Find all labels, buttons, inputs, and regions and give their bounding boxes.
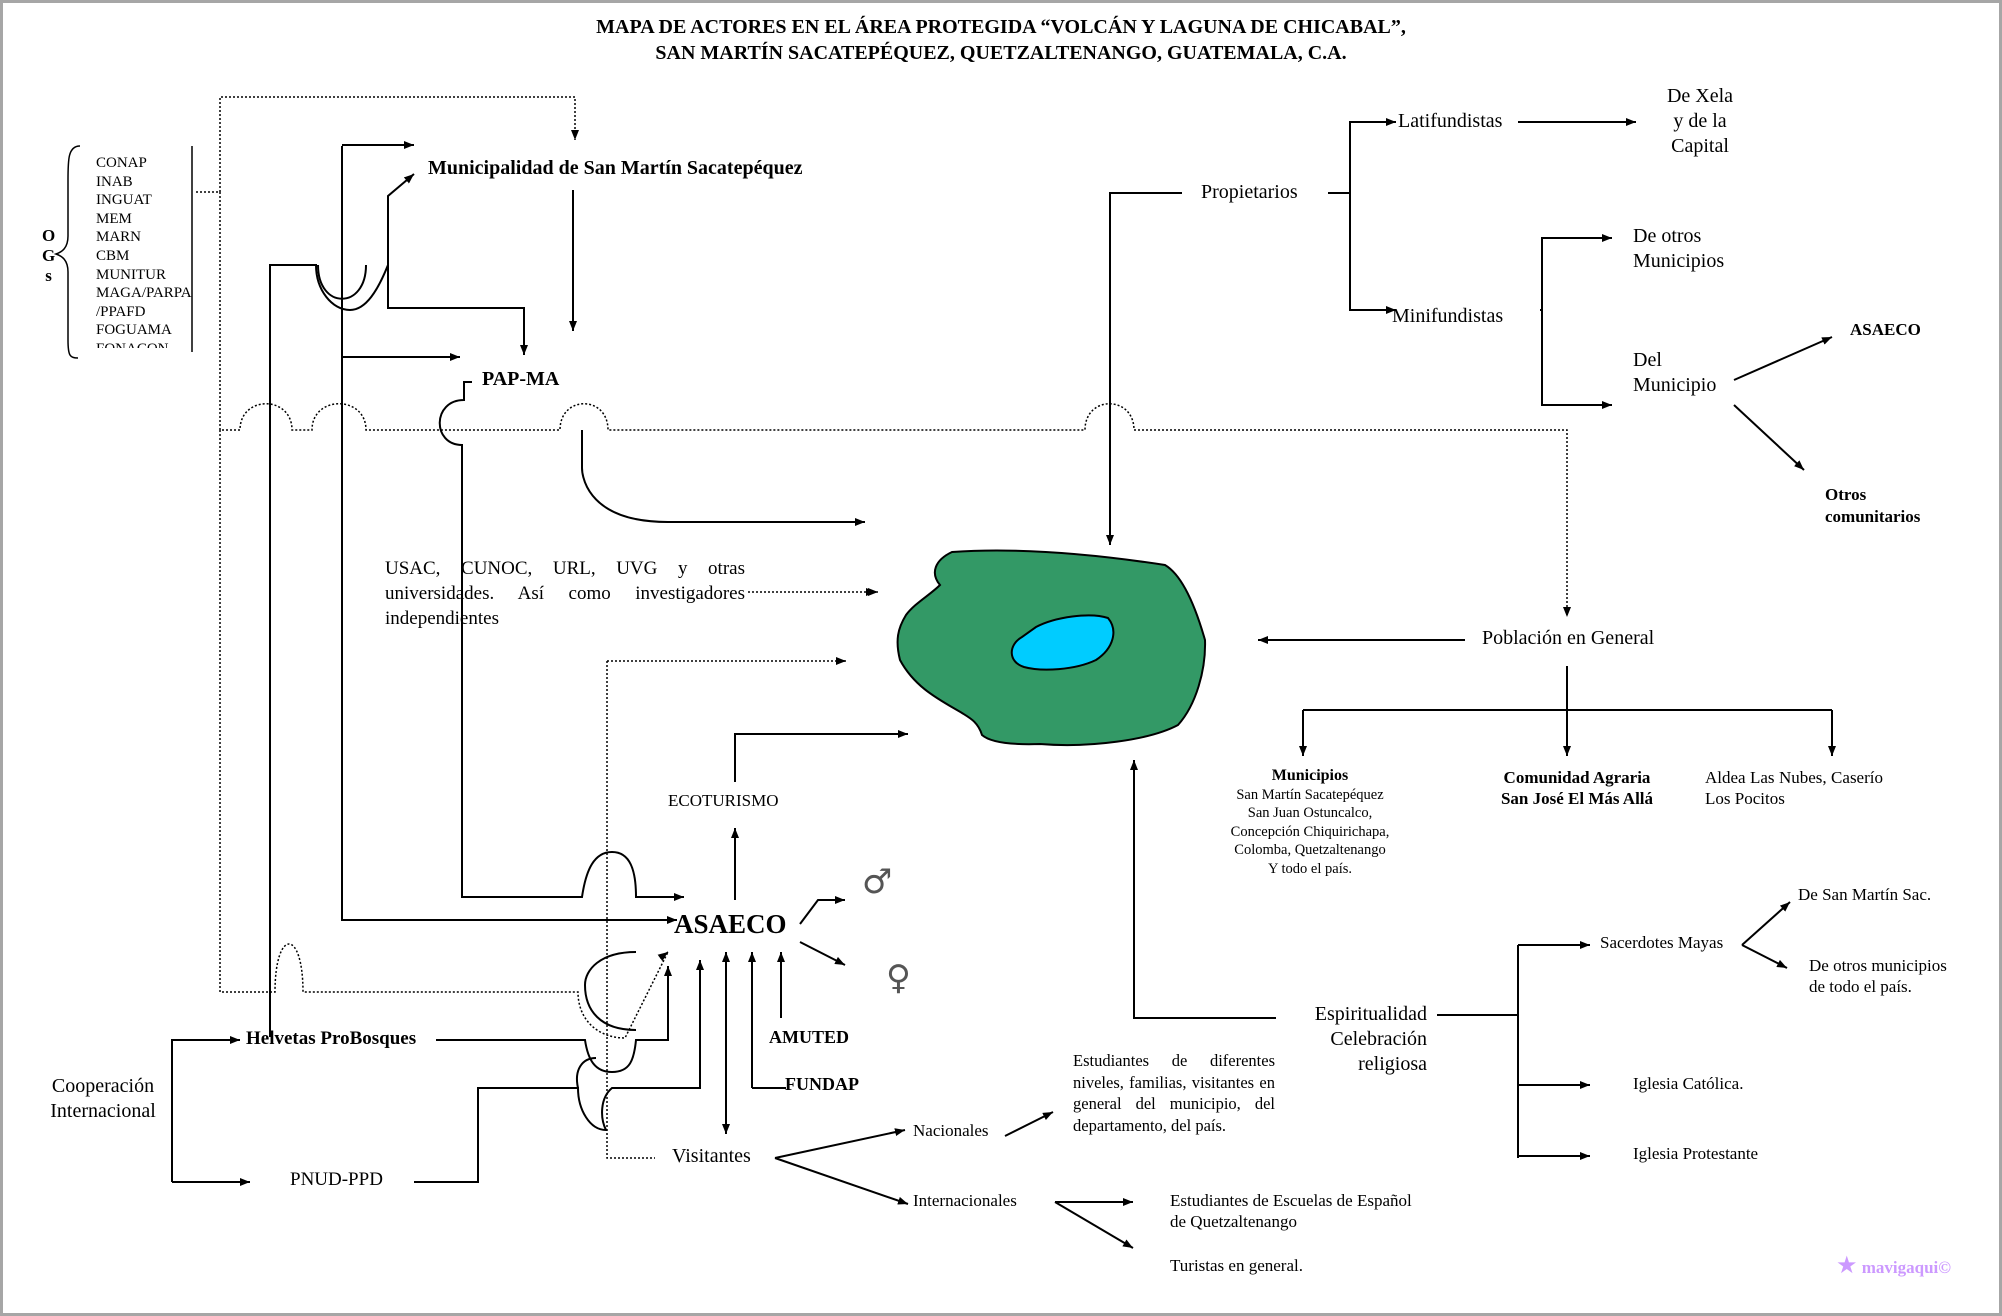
node-cooperacion-internacional: Cooperación Internacional: [40, 1074, 166, 1124]
node-otros-comunitarios: Otros comunitarios: [1825, 484, 1920, 528]
ogs-item: /PPAFD: [96, 303, 146, 320]
node-del-municipio: Del Municipio: [1633, 348, 1716, 398]
de-xela-line-1: De Xela: [1666, 85, 1734, 107]
male-symbol-icon: ♂: [862, 862, 893, 902]
ogs-item: FONACON: [96, 340, 206, 348]
node-aldea-las-nubes: Aldea Las Nubes, Caserío Los Pocitos: [1705, 768, 1883, 808]
node-ecoturismo: ECOTURISMO: [668, 791, 779, 810]
espiritualidad-line-3: religiosa: [1358, 1053, 1427, 1075]
node-internacionales: Internacionales: [913, 1191, 1017, 1210]
node-de-otros-municipios-pais: De otros municipios de todo el país.: [1809, 955, 1947, 997]
node-municipalidad: Municipalidad de San Martín Sacatepéquez: [428, 157, 803, 179]
node-iglesia-protestante: Iglesia Protestante: [1633, 1144, 1759, 1163]
node-estudiantes-espanol: Estudiantes de Escuelas de Español de Qu…: [1170, 1190, 1412, 1232]
espiritualidad-line-1: Espiritualidad: [1314, 1003, 1427, 1025]
ogs-item: INAB: [96, 173, 133, 190]
ogs-item: FOGUAMA: [96, 322, 172, 339]
node-asaeco-small: ASAECO: [1850, 320, 1921, 339]
node-comunidad-agraria: Comunidad Agraria San José El Más Allá: [1486, 767, 1668, 809]
comunidad-line-2: San José El Más Allá: [1500, 789, 1654, 808]
municipios-item: Y todo el país.: [1267, 860, 1353, 877]
node-asaeco: ASAECO: [674, 909, 787, 939]
node-minifundistas: Minifundistas: [1392, 305, 1504, 327]
ogs-letter-g: G: [42, 246, 56, 265]
espiritualidad-line-2: Celebración: [1330, 1028, 1427, 1050]
estudiantes-espanol-line-1: Estudiantes de Escuelas de Español: [1170, 1191, 1412, 1210]
diagram-title: MAPA DE ACTORES EN EL ÁREA PROTEGIDA “VO…: [0, 14, 2002, 66]
de-otros-municipios-line-2: Municipios: [1633, 250, 1725, 272]
node-espiritualidad: Espiritualidad Celebración religiosa: [1300, 1002, 1427, 1077]
node-nacionales: Nacionales: [913, 1121, 989, 1140]
cooperacion-line-1: Cooperación: [51, 1075, 155, 1097]
ogs-list: CONAP INAB INGUAT MEM MARN CBM MUNITUR M…: [96, 154, 206, 348]
title-line-1: MAPA DE ACTORES EN EL ÁREA PROTEGIDA “VO…: [596, 16, 1406, 38]
ogs-item: INGUAT: [96, 192, 152, 209]
watermark-text: mavigaqui©: [1861, 1258, 1951, 1277]
ogs-item: CONAP: [96, 155, 147, 171]
otros-municipios-pais-line-1: De otros municipios: [1809, 956, 1947, 975]
node-sacerdotes-mayas: Sacerdotes Mayas: [1600, 933, 1724, 952]
node-de-san-martin: De San Martín Sac.: [1798, 885, 1932, 904]
female-symbol-icon: ♀: [886, 958, 911, 998]
municipios-item: Colomba, Quetzaltenango: [1234, 842, 1386, 859]
estudiantes-espanol-line-2: de Quetzaltenango: [1170, 1212, 1297, 1231]
del-municipio-line-2: Municipio: [1633, 374, 1717, 396]
node-pap-ma: PAP-MA: [482, 368, 560, 390]
ogs-letter-o: O: [42, 226, 56, 245]
ogs-item: CBM: [96, 247, 130, 264]
node-de-xela: De Xela y de la Capital: [1652, 84, 1748, 159]
otros-municipios-pais-line-2: de todo el país.: [1809, 977, 1912, 996]
node-iglesia-catolica: Iglesia Católica.: [1633, 1074, 1744, 1093]
de-xela-line-2: y de la: [1673, 110, 1727, 132]
ogs-item: MEM: [96, 210, 132, 227]
otros-comunitarios-line-2: comunitarios: [1825, 507, 1921, 526]
node-estudiantes-niveles: Estudiantes de diferentes niveles, famil…: [1073, 1051, 1275, 1135]
ogs-letter-s: s: [45, 266, 52, 285]
node-municipios: Municipios San Martín Sacatepéquez San J…: [1212, 767, 1408, 879]
municipios-item: San Martín Sacatepéquez: [1236, 786, 1384, 803]
node-de-otros-municipios: De otros Municipios: [1633, 224, 1724, 274]
node-poblacion-general: Población en General: [1482, 627, 1655, 649]
municipios-title: Municipios: [1271, 767, 1349, 784]
node-fundap: FUNDAP: [785, 1074, 859, 1094]
ogs-item: MAGA/PARPA: [96, 285, 192, 302]
node-universidades: USAC, CUNOC, URL, UVG y otras universida…: [385, 558, 745, 629]
otros-comunitarios-line-1: Otros: [1825, 485, 1867, 504]
ogs-item: MUNITUR: [96, 266, 166, 283]
node-visitantes: Visitantes: [672, 1145, 751, 1167]
node-turistas: Turistas en general.: [1170, 1256, 1303, 1275]
del-municipio-line-1: Del: [1633, 349, 1662, 371]
node-pnud-ppd: PNUD-PPD: [290, 1169, 383, 1190]
node-helvetas: Helvetas ProBosques: [246, 1028, 417, 1049]
municipios-item: San Juan Ostuncalco,: [1247, 805, 1373, 822]
node-latifundistas: Latifundistas: [1398, 110, 1503, 132]
lagoon-shape: [1010, 614, 1115, 671]
de-xela-line-3: Capital: [1671, 135, 1729, 157]
ogs-label: O G s: [42, 226, 55, 286]
comunidad-line-1: Comunidad Agraria: [1503, 768, 1651, 787]
title-line-2: SAN MARTÍN SACATEPÉQUEZ, QUETZALTENANGO,…: [655, 42, 1347, 64]
de-otros-municipios-line-1: De otros: [1633, 225, 1702, 247]
ogs-item: MARN: [96, 229, 142, 246]
municipios-item: Concepción Chiquirichapa,: [1230, 823, 1390, 840]
star-icon: ★: [1836, 1251, 1858, 1279]
watermark: ★ mavigaqui©: [1836, 1250, 1951, 1280]
node-propietarios: Propietarios: [1201, 181, 1298, 203]
node-amuted: AMUTED: [769, 1027, 849, 1047]
cooperacion-line-2: Internacional: [50, 1100, 156, 1122]
